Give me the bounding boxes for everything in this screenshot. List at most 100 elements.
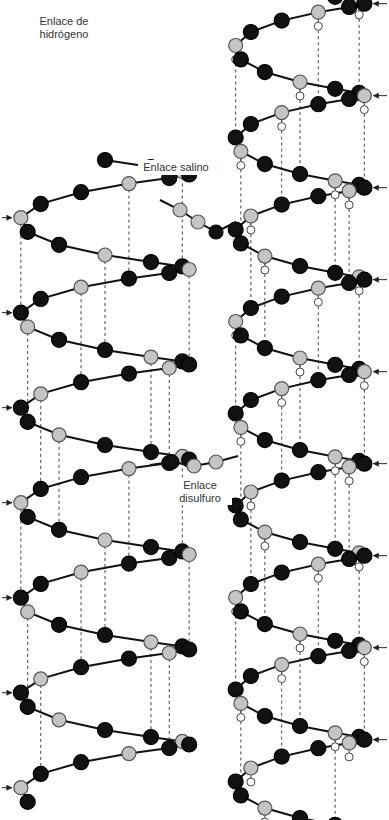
nitrogen-atom: [14, 211, 28, 225]
carbon-atom: [182, 357, 197, 372]
disulfide-bridge-atom: [209, 455, 223, 469]
side-arrow: [2, 312, 12, 313]
salt-bridge-atom: [191, 215, 205, 229]
carbon-atom: [98, 438, 113, 453]
carbon-atom: [121, 556, 136, 571]
carbon-atom: [311, 373, 326, 388]
side-arrow: [373, 647, 387, 648]
carbon-atom: [243, 392, 258, 407]
hydrogen-atom: [314, 22, 322, 30]
carbon-atom: [257, 709, 272, 724]
hydrogen-atom: [360, 658, 368, 666]
carbon-atom: [342, 275, 357, 290]
carbon-atom: [274, 473, 289, 488]
side-arrow: [2, 502, 12, 503]
carbon-atom: [311, 649, 326, 664]
carbon-atom: [228, 130, 243, 145]
carbon-atom: [233, 788, 248, 803]
carbon-atom: [357, 0, 372, 11]
carbon-atom: [328, 0, 343, 4]
carbon-atom: [357, 548, 372, 563]
nitrogen-atom: [162, 361, 176, 375]
nitrogen-atom: [144, 350, 158, 364]
carbon-atom: [357, 180, 372, 195]
carbon-atom: [293, 811, 308, 820]
nitrogen-atom: [275, 106, 289, 120]
hydrogen-bond-line: [169, 653, 170, 748]
carbon-atom: [293, 259, 308, 274]
side-arrow: [2, 692, 12, 693]
carbon-atom: [274, 13, 289, 28]
carbon-atom: [228, 682, 243, 697]
nitrogen-atom: [342, 184, 356, 198]
hydrogen-atom: [360, 106, 368, 114]
hydrogen-atom: [296, 92, 304, 100]
carbon-atom: [311, 741, 326, 756]
nitrogen-atom: [357, 89, 371, 103]
nitrogen-atom: [52, 428, 66, 442]
nitrogen-atom: [122, 462, 136, 476]
nitrogen-atom: [293, 627, 307, 641]
carbon-atom: [342, 0, 357, 14]
carbon-atom: [13, 400, 28, 415]
hydrogen-atom: [296, 644, 304, 652]
carbon-atom: [257, 157, 272, 172]
bond-label: Enlace disulfuro: [168, 478, 232, 505]
carbon-atom: [257, 617, 272, 632]
carbon-atom: [257, 341, 272, 356]
carbon-atom: [357, 732, 372, 747]
nitrogen-atom: [229, 38, 243, 52]
nitrogen-atom: [244, 761, 258, 775]
hydrogen-atom: [247, 502, 255, 510]
nitrogen-atom: [357, 641, 371, 655]
carbon-atom: [20, 509, 35, 524]
carbon-atom: [143, 540, 158, 555]
carbon-atom: [143, 730, 158, 745]
hydrogen-atom: [261, 542, 269, 550]
carbon-atom: [182, 642, 197, 657]
side-arrow: [373, 555, 387, 556]
hydrogen-atom: [331, 467, 339, 475]
hydrogen-atom: [237, 161, 245, 169]
carbon-atom: [293, 167, 308, 182]
carbon-atom: [13, 305, 28, 320]
carbon-atom: [243, 576, 258, 591]
nitrogen-atom: [311, 557, 325, 571]
hydrogen-bond-line: [189, 554, 190, 649]
carbon-atom: [233, 512, 248, 527]
hydrogen-atom: [278, 399, 286, 407]
carbon-atom: [342, 91, 357, 106]
carbon-atom: [74, 185, 89, 200]
hydrogen-atom: [296, 368, 304, 376]
carbon-atom: [357, 272, 372, 287]
nitrogen-atom: [14, 781, 28, 795]
carbon-atom: [274, 565, 289, 580]
nitrogen-atom: [258, 249, 272, 263]
carbon-atom: [52, 332, 67, 347]
backbone-line: [236, 0, 365, 820]
carbon-atom: [74, 660, 89, 675]
carbon-atom: [121, 366, 136, 381]
hydrogen-bond-line: [182, 171, 183, 266]
side-arrow: [2, 787, 12, 788]
nitrogen-atom: [122, 747, 136, 761]
hydrogen-atom: [261, 266, 269, 274]
carbon-atom: [74, 755, 89, 770]
carbon-atom: [20, 794, 35, 809]
nitrogen-atom: [275, 382, 289, 396]
hydrogen-bond-line: [105, 255, 106, 350]
side-arrow: [373, 3, 387, 4]
nitrogen-atom: [357, 365, 371, 379]
nitrogen-atom: [34, 672, 48, 686]
nitrogen-atom: [244, 209, 258, 223]
carbon-atom: [52, 617, 67, 632]
hydrogen-atom: [247, 226, 255, 234]
hydrogen-bond-line: [81, 287, 82, 382]
bond-label: Enlace de hidrógeno: [28, 14, 100, 41]
carbon-atom: [98, 343, 113, 358]
hydrogen-atom: [278, 675, 286, 683]
carbon-atom: [311, 189, 326, 204]
carbon-atom: [13, 685, 28, 700]
hydrogen-atom: [360, 382, 368, 390]
